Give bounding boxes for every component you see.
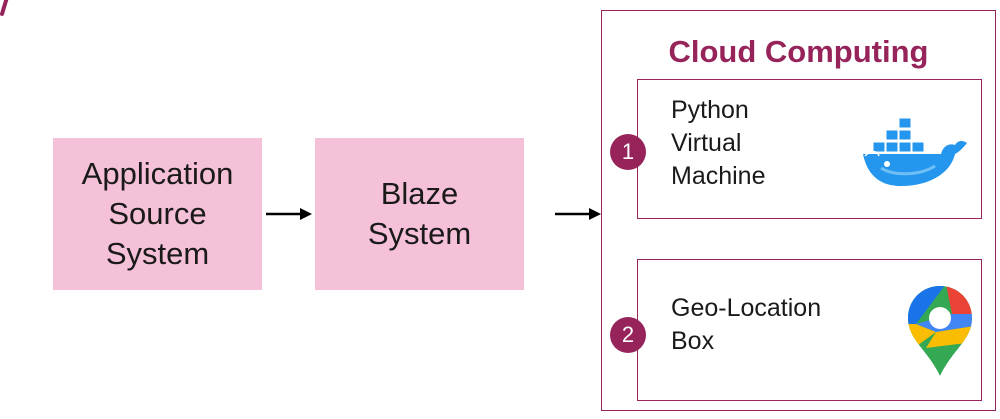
- arrow-blaze-to-cloud: [555, 208, 601, 220]
- docker-whale-icon: [863, 117, 967, 186]
- cloud-computing-title: Cloud Computing: [668, 34, 929, 69]
- blaze-box-line-2: System: [367, 216, 472, 251]
- geo-location-label: Geo-Location Box: [671, 292, 821, 358]
- python-vm-label: Python Virtual Machine: [671, 94, 766, 192]
- blaze-box-line-1: Blaze: [380, 176, 459, 212]
- source-box-line-3: System: [105, 235, 210, 271]
- step-badge-1: 1: [610, 134, 646, 170]
- application-source-system-box: Application Source System: [53, 138, 262, 290]
- python-vm-line-2: Virtual: [671, 128, 742, 157]
- arrow-source-to-blaze: [266, 208, 312, 220]
- map-pin-icon: [908, 286, 972, 376]
- source-box-line-2: Source: [108, 196, 207, 232]
- blaze-system-box: Blaze System: [315, 138, 524, 290]
- python-vm-line-3: Machine: [671, 161, 766, 190]
- geo-location-box: 2 Geo-Location Box: [610, 259, 982, 401]
- step-badge-2: 2: [610, 317, 646, 353]
- geo-location-line-2: Box: [671, 326, 715, 355]
- geo-location-line-1: Geo-Location: [671, 294, 822, 322]
- python-vm-line-1: Python: [671, 96, 749, 124]
- cloud-computing-container: Cloud Computing 1 Python Virtual Machine: [601, 10, 996, 411]
- corner-accent-mark: [0, 0, 9, 16]
- python-vm-box: 1 Python Virtual Machine: [610, 79, 982, 219]
- source-box-line-1: Application: [81, 156, 234, 192]
